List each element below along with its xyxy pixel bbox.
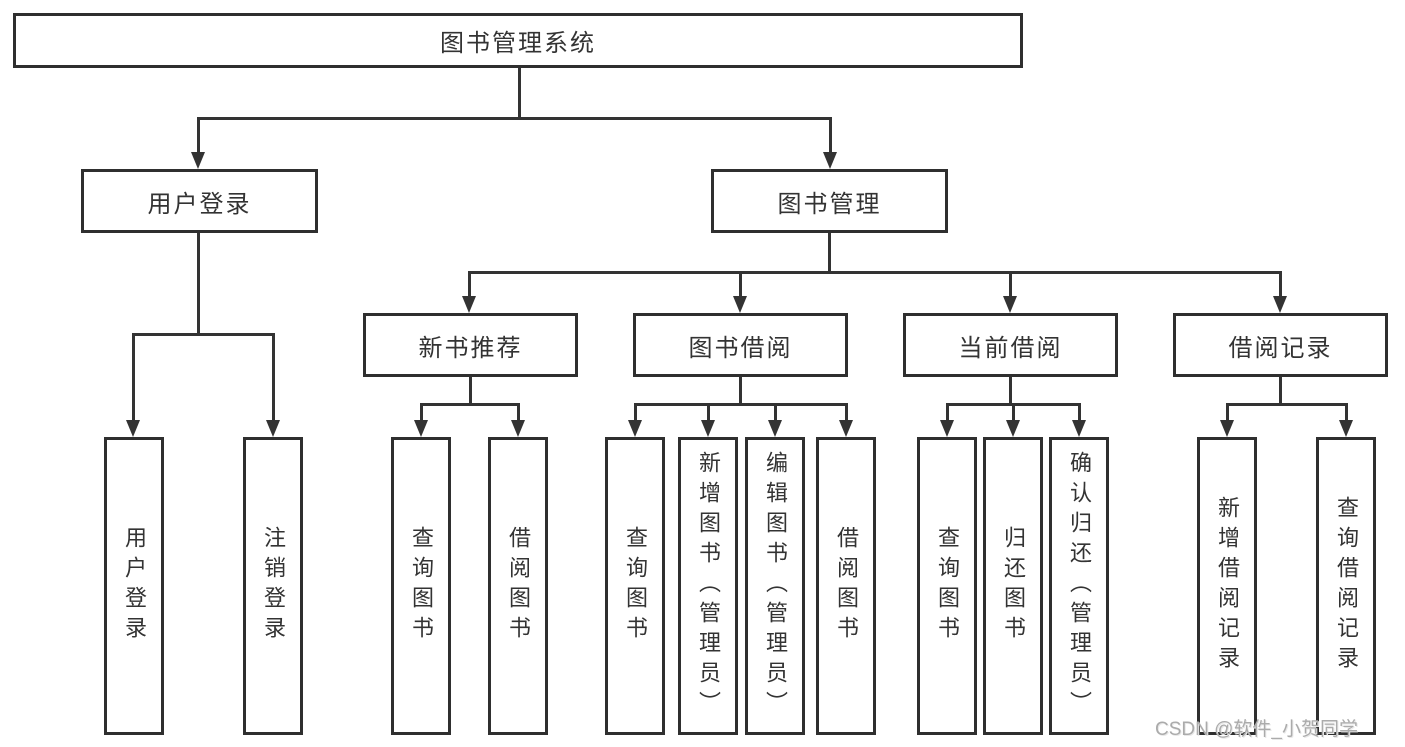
connector-line — [468, 271, 471, 298]
leaf-query-books-recommend: 查询图书 — [391, 437, 451, 735]
node-book-management: 图书管理 — [711, 169, 948, 233]
connector-line — [774, 403, 777, 423]
connector-line — [517, 403, 520, 423]
watermark-text: CSDN @软件_小贺同学 — [1155, 719, 1358, 740]
connector-line — [634, 403, 848, 406]
leaf-label: 查询图书 — [623, 526, 648, 646]
leaf-label: 新增图书（管理员） — [696, 451, 721, 721]
connector-line — [197, 117, 832, 120]
arrow-down-icon — [462, 296, 476, 313]
leaf-user-login: 用户登录 — [104, 437, 164, 735]
connector-line — [197, 233, 200, 336]
node-new-book-recommend: 新书推荐 — [363, 313, 578, 377]
leaf-borrow-books-recommend: 借阅图书 — [488, 437, 548, 735]
leaf-label: 用户登录 — [122, 526, 147, 646]
leaf-label: 查询图书 — [935, 526, 960, 646]
connector-line — [132, 333, 275, 336]
connector-line — [1345, 403, 1348, 423]
connector-line — [469, 377, 472, 406]
connector-line — [828, 233, 831, 274]
connector-line — [1279, 377, 1282, 406]
connector-line — [946, 403, 949, 423]
arrow-down-icon — [628, 420, 642, 437]
node-label: 借阅记录 — [1228, 334, 1333, 362]
leaf-edit-book-admin: 编辑图书（管理员） — [745, 437, 805, 735]
arrow-down-icon — [701, 420, 715, 437]
connector-line — [1078, 403, 1081, 423]
connector-line — [518, 68, 521, 120]
arrow-down-icon — [191, 152, 205, 169]
connector-line — [634, 403, 637, 423]
node-label: 图书管理 — [777, 190, 882, 218]
node-label: 图书借阅 — [688, 334, 793, 362]
node-current-borrow: 当前借阅 — [903, 313, 1118, 377]
arrow-down-icon — [1003, 296, 1017, 313]
node-book-borrow: 图书借阅 — [633, 313, 848, 377]
arrow-down-icon — [733, 296, 747, 313]
leaf-add-book-admin: 新增图书（管理员） — [678, 437, 738, 735]
leaf-label: 借阅图书 — [834, 526, 859, 646]
connector-line — [197, 117, 200, 153]
leaf-label: 编辑图书（管理员） — [763, 451, 788, 721]
connector-line — [272, 333, 275, 421]
leaf-confirm-return-admin: 确认归还（管理员） — [1049, 437, 1109, 735]
node-borrow-records: 借阅记录 — [1173, 313, 1388, 377]
arrow-down-icon — [1339, 420, 1353, 437]
leaf-query-books-current: 查询图书 — [917, 437, 977, 735]
arrow-down-icon — [1273, 296, 1287, 313]
connector-line — [829, 117, 832, 153]
leaf-label: 确认归还（管理员） — [1067, 451, 1092, 721]
connector-line — [739, 271, 742, 298]
root-box: 图书管理系统 — [13, 13, 1023, 68]
connector-line — [132, 333, 135, 421]
connector-line — [1009, 377, 1012, 406]
leaf-logout: 注销登录 — [243, 437, 303, 735]
connector-line — [420, 403, 423, 423]
node-label: 当前借阅 — [958, 334, 1063, 362]
arrow-down-icon — [823, 152, 837, 169]
connector-line — [845, 403, 848, 423]
arrow-down-icon — [839, 420, 853, 437]
leaf-query-books-borrow: 查询图书 — [605, 437, 665, 735]
arrow-down-icon — [1072, 420, 1086, 437]
connector-line — [1226, 403, 1347, 406]
arrow-down-icon — [1220, 420, 1234, 437]
connector-line — [1226, 403, 1229, 423]
node-user-login: 用户登录 — [81, 169, 318, 233]
leaf-query-borrow-record: 查询借阅记录 — [1316, 437, 1376, 735]
connector-line — [1009, 271, 1012, 298]
node-label: 用户登录 — [147, 190, 252, 218]
root-label: 图书管理系统 — [440, 30, 596, 57]
leaf-add-borrow-record: 新增借阅记录 — [1197, 437, 1257, 735]
connector-line — [420, 403, 520, 406]
leaf-label: 归还图书 — [1001, 526, 1026, 646]
leaf-label: 查询借阅记录 — [1334, 496, 1359, 676]
connector-line — [468, 271, 1282, 274]
leaf-label: 借阅图书 — [506, 526, 531, 646]
connector-line — [1012, 403, 1015, 423]
connector-line — [739, 377, 742, 406]
leaf-return-books: 归还图书 — [983, 437, 1043, 735]
arrow-down-icon — [940, 420, 954, 437]
arrow-down-icon — [511, 420, 525, 437]
connector-line — [1279, 271, 1282, 298]
leaf-label: 查询图书 — [409, 526, 434, 646]
connector-line — [707, 403, 710, 423]
leaf-label: 新增借阅记录 — [1215, 496, 1240, 676]
leaf-label: 注销登录 — [261, 526, 286, 646]
leaf-borrow-books-borrow: 借阅图书 — [816, 437, 876, 735]
node-label: 新书推荐 — [418, 334, 523, 362]
arrow-down-icon — [768, 420, 782, 437]
arrow-down-icon — [266, 420, 280, 437]
arrow-down-icon — [1006, 420, 1020, 437]
arrow-down-icon — [414, 420, 428, 437]
arrow-down-icon — [126, 420, 140, 437]
